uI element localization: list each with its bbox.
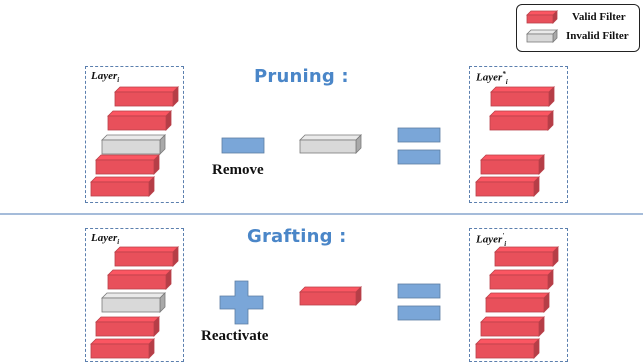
grafting-before-filter-5	[90, 338, 155, 359]
grafting-after-filter-4	[480, 316, 545, 337]
legend-invalid-swatch	[526, 29, 558, 43]
plus-sign-icon	[219, 280, 264, 325]
legend-valid-label: Valid Filter	[572, 11, 626, 23]
grafting-before-layer-label: Layeri	[91, 232, 120, 247]
grafting-after-filter-3	[485, 292, 550, 313]
grafting-title: Grafting :	[247, 226, 347, 247]
grafting-after-filter-2	[489, 269, 554, 290]
pruning-before-filter-3	[101, 134, 166, 155]
pruning-before-layer-box	[85, 66, 184, 203]
pruning-after-layer-box	[469, 66, 568, 203]
grafting-after-filter-5	[475, 338, 540, 359]
pruning-after-filter-3	[480, 154, 545, 175]
pruning-equals-bottom-bar	[397, 149, 441, 165]
grafting-equals-bottom-bar	[397, 305, 441, 321]
grafting-after-layer-box	[469, 228, 568, 362]
pruning-equals-top-bar	[397, 127, 441, 143]
pruning-before-filter-2	[107, 110, 172, 131]
grafting-after-layer-label: Layer'i	[476, 232, 507, 248]
grafting-before-layer-box	[85, 228, 184, 362]
legend-invalid-label: Invalid Filter	[566, 30, 629, 42]
grafting-before-filter-2	[107, 269, 172, 290]
grafting-before-filter-1	[114, 246, 179, 267]
pruning-after-filter-2	[489, 110, 554, 131]
minus-sign-icon	[221, 137, 265, 154]
pruning-before-filter-1	[114, 86, 179, 107]
grafting-op-filter	[299, 286, 362, 306]
reactivate-label: Reactivate	[201, 328, 269, 344]
grafting-equals-top-bar	[397, 283, 441, 299]
pruning-before-layer-label: Layeri	[91, 70, 120, 85]
pruning-before-filter-5	[90, 176, 155, 197]
pruning-title: Pruning :	[254, 66, 349, 87]
pruning-op-filter	[299, 134, 362, 154]
legend-valid-swatch	[526, 10, 558, 24]
pruning-after-filter-4	[475, 176, 540, 197]
grafting-before-filter-4	[95, 316, 160, 337]
pruning-after-filter-1	[490, 86, 555, 107]
grafting-after-filter-1	[494, 246, 559, 267]
pruning-before-filter-4	[95, 154, 160, 175]
grafting-before-filter-3	[101, 292, 166, 313]
pruning-after-layer-label: Layer*i	[476, 70, 508, 86]
remove-label: Remove	[212, 162, 264, 178]
